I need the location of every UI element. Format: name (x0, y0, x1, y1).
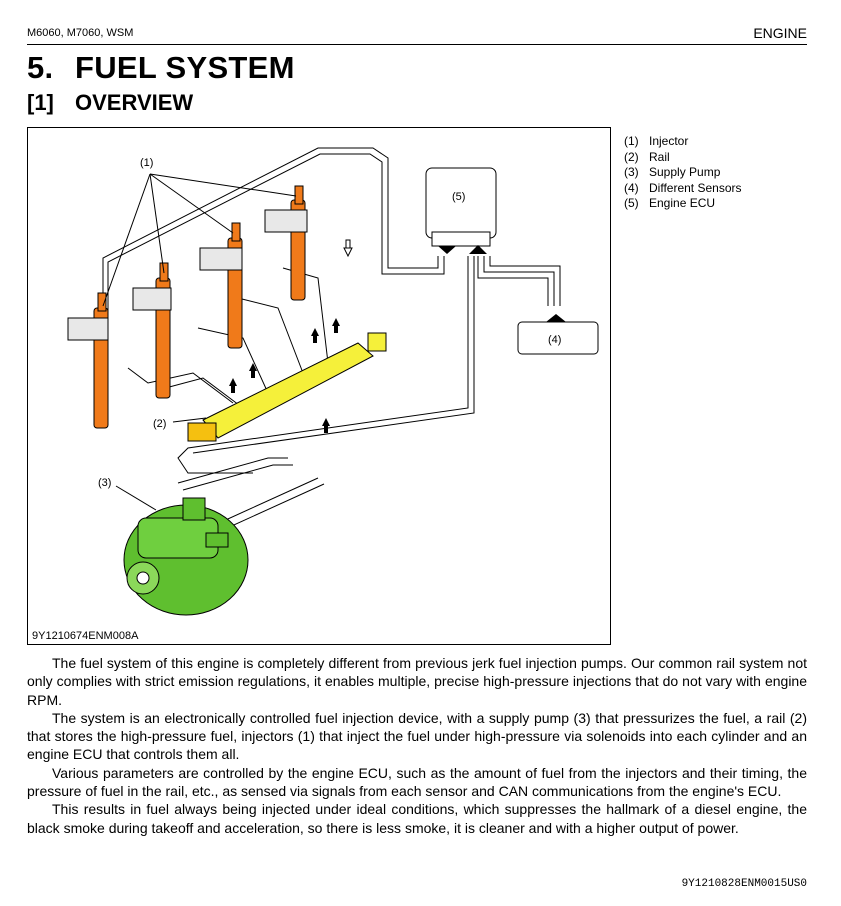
callout-ecu: (5) (452, 191, 465, 203)
paragraph: The system is an electronically controll… (27, 709, 807, 763)
legend-item: (5) Engine ECU (624, 196, 742, 212)
legend-label: Supply Pump (649, 165, 721, 179)
ecu-box (425, 167, 497, 239)
injector-2 (132, 262, 172, 399)
legend-item: (2) Rail (624, 150, 742, 166)
legend-key: (1) (624, 134, 639, 148)
figure-legend: (1) Injector (2) Rail (3) Supply Pump (4) Di… (624, 134, 742, 212)
legend-label: Injector (649, 134, 689, 148)
injector-3 (199, 222, 243, 349)
callout-rail: (2) (153, 418, 166, 430)
fuel-system-diagram: (5) (4) (1) (67, 147, 599, 616)
legend-key: (5) (624, 196, 639, 210)
fuel-system-figure: (5) (4) (1) (27, 127, 611, 645)
paragraph: The fuel system of this engine is comple… (27, 655, 807, 708)
paragraph: This results in fuel always being inject… (27, 801, 807, 836)
legend-item: (4) Different Sensors (624, 181, 742, 197)
legend-key: (4) (624, 180, 639, 195)
paragraph: Various parameters are controlled by the… (27, 764, 807, 800)
supply-pump (123, 497, 249, 616)
page-title: 5. FUEL SYSTEM (27, 50, 295, 86)
legend-label: Different Sensors (649, 180, 742, 195)
callout-sensors: (4) (548, 334, 561, 346)
legend-key: (3) (624, 165, 639, 179)
legend-label: Rail (649, 149, 670, 164)
legend-label: Engine ECU (649, 196, 716, 210)
rail (187, 332, 387, 442)
legend-item: (3) Supply Pump (624, 165, 742, 181)
header-rule (27, 44, 807, 45)
callout-pump: (3) (98, 477, 111, 489)
body-text: The fuel system of this engine is comple… (27, 654, 807, 837)
subtitle-text: OVERVIEW (75, 90, 194, 115)
header-section: ENGINE (753, 25, 807, 41)
header-models: M6060, M7060, WSM (27, 27, 134, 39)
injector-1 (67, 292, 109, 429)
callout-injector: (1) (140, 157, 153, 169)
section-subtitle: [1] OVERVIEW (27, 90, 193, 116)
figure-code: 9Y1210674ENM008A (32, 630, 139, 642)
title-text: FUEL SYSTEM (75, 50, 295, 85)
legend-key: (2) (624, 149, 639, 164)
document-code: 9Y1210828ENM0015US0 (681, 878, 807, 890)
injector-4 (264, 185, 308, 301)
legend-item: (1) Injector (624, 134, 742, 150)
title-number: 5. (27, 50, 54, 85)
subtitle-number: [1] (27, 90, 54, 115)
